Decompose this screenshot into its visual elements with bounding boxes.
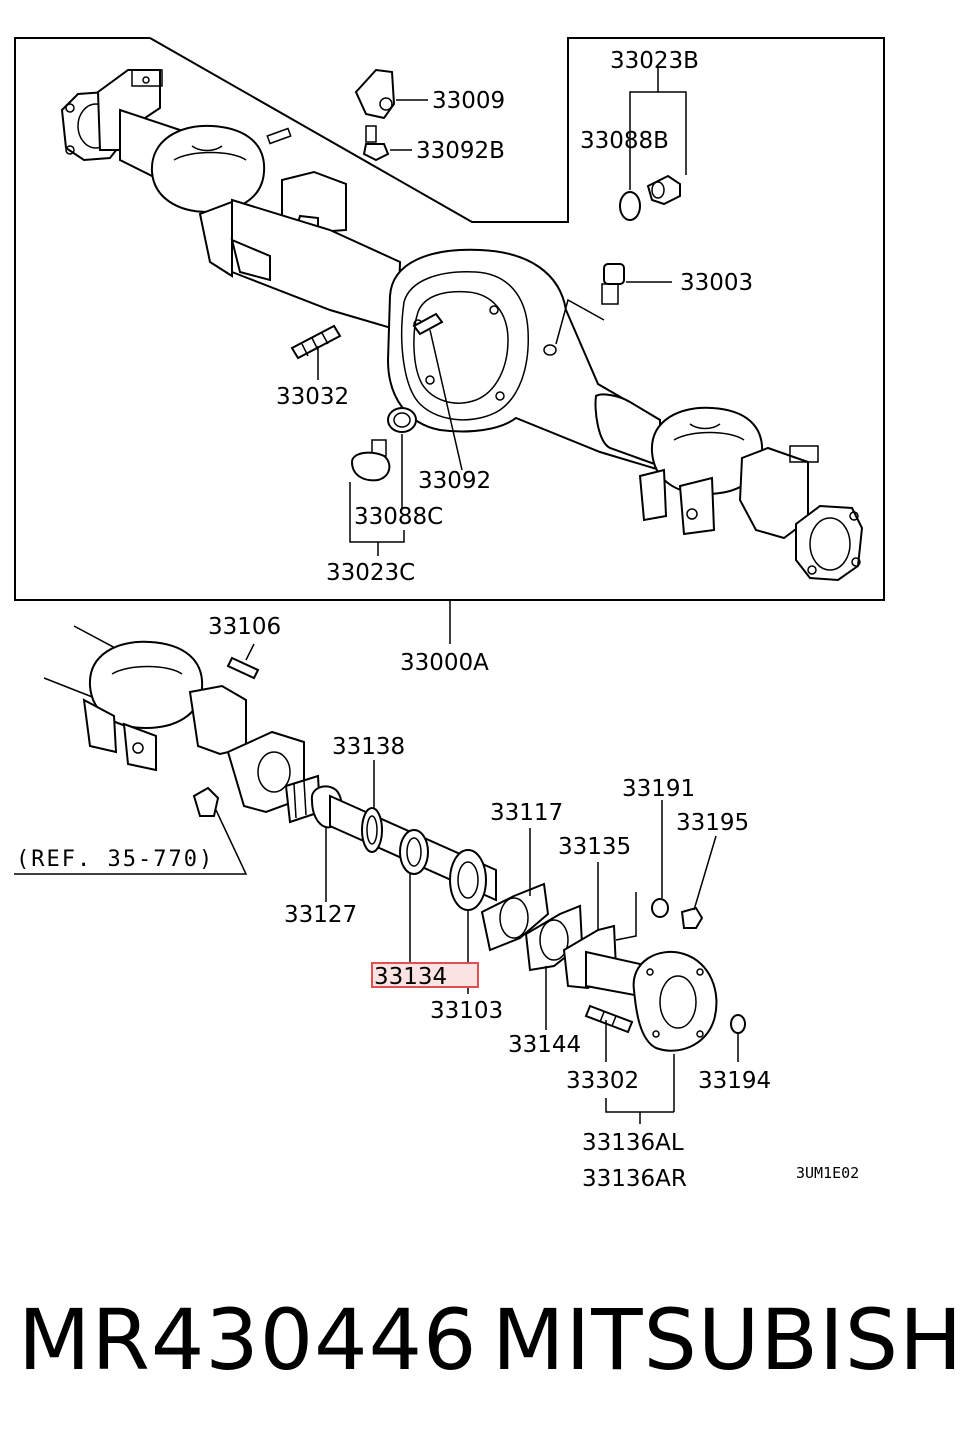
label-33134: 33134 <box>374 964 447 990</box>
label-33191: 33191 <box>622 776 695 802</box>
label-33088B: 33088B <box>580 128 669 154</box>
bolt-33106 <box>226 656 260 680</box>
label-33138: 33138 <box>332 734 405 760</box>
collar-33134 <box>399 829 429 875</box>
label-33032: 33032 <box>276 384 349 410</box>
label-33194: 33194 <box>698 1068 771 1094</box>
plug-33023C <box>350 439 391 482</box>
clip-ref <box>192 786 220 817</box>
brand-name: MITSUBISHI <box>492 1291 960 1389</box>
axle-housing-frame <box>14 37 885 601</box>
seal-33138 <box>361 807 383 853</box>
label-33127: 33127 <box>284 902 357 928</box>
highlight-box <box>371 962 479 988</box>
label-33136AR: 33136AR <box>582 1166 687 1192</box>
label-33023B: 33023B <box>610 48 699 74</box>
axle-housing-illustration <box>60 69 864 582</box>
stud-33032 <box>290 324 342 360</box>
axle-tube-end-illustration <box>43 625 305 814</box>
label-33003: 33003 <box>680 270 753 296</box>
label-33023C: 33023C <box>326 560 415 586</box>
label-33144: 33144 <box>508 1032 581 1058</box>
label-33136AL: 33136AL <box>582 1130 684 1156</box>
stud-33092 <box>412 312 444 336</box>
axle-shaft-33136 <box>585 950 718 1052</box>
plug-33023B-group <box>619 174 681 221</box>
part-number: MR430446 <box>18 1291 478 1389</box>
label-33103: 33103 <box>430 998 503 1024</box>
label-33117: 33117 <box>490 800 563 826</box>
label-33302: 33302 <box>566 1068 639 1094</box>
label-ref-35-770: (REF. 35-770) <box>16 847 214 872</box>
label-33088C: 33088C <box>354 504 443 530</box>
breather-33003 <box>601 263 625 305</box>
bearing-33103 <box>449 849 487 911</box>
exploded-parts-diagram: 33023B 33009 33092B 33088B 33003 33032 3… <box>14 37 885 1192</box>
gasket-33117 <box>480 882 550 952</box>
label-33000A: 33000A <box>400 650 489 676</box>
label-33135: 33135 <box>558 834 631 860</box>
nut-33194 <box>730 1014 746 1034</box>
hub-bolt-33302 <box>584 1004 634 1034</box>
gasket-33088C <box>387 407 417 433</box>
diagram-code: 3UM1E02 <box>796 1164 859 1182</box>
label-33009: 33009 <box>432 88 505 114</box>
nut-33191 <box>651 898 669 918</box>
label-33092B: 33092B <box>416 138 505 164</box>
bracket-33009 <box>354 68 396 120</box>
footer: MR430446 MITSUBISHI <box>0 1285 960 1395</box>
bolt-33092B <box>362 125 390 162</box>
label-33092: 33092 <box>418 468 491 494</box>
label-33106: 33106 <box>208 614 281 640</box>
label-33195: 33195 <box>676 810 749 836</box>
nut-33195 <box>680 906 704 929</box>
